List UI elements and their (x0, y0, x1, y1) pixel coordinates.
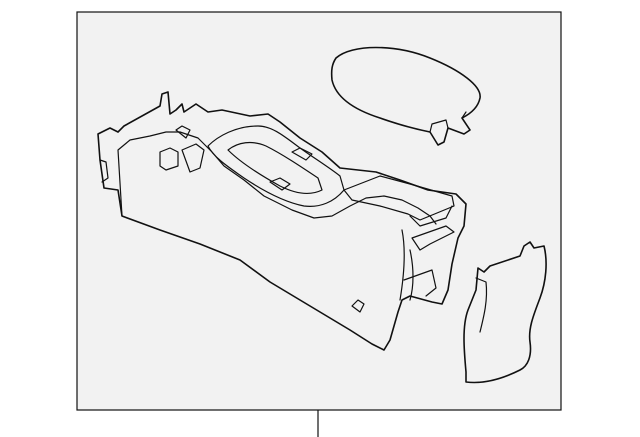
console-body[interactable] (97, 91, 467, 351)
armrest-lid[interactable] (330, 46, 481, 146)
side-panel[interactable] (463, 241, 547, 384)
